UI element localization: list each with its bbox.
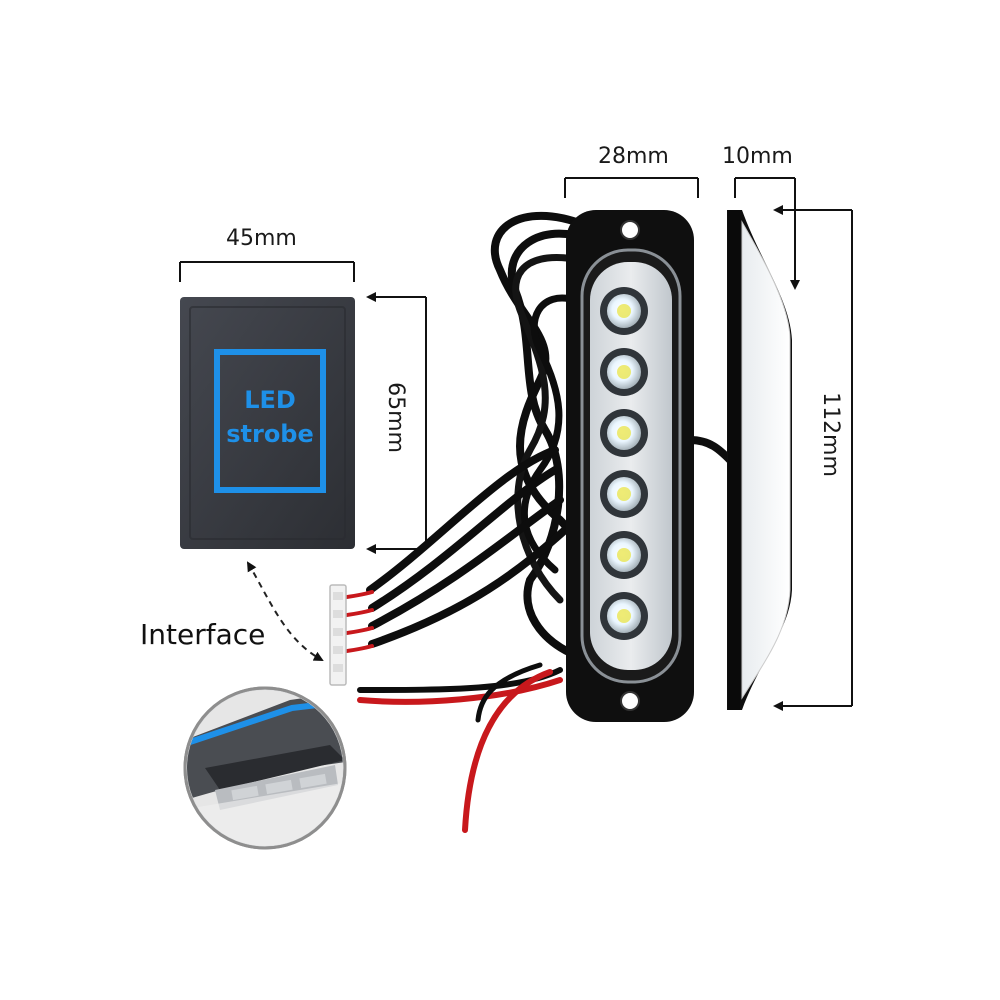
label-10mm: 10mm xyxy=(722,144,793,169)
strobe-light-front xyxy=(566,210,694,722)
dimension-112mm xyxy=(773,205,853,711)
interface-pointer-arrow xyxy=(246,561,324,661)
interface-label: Interface xyxy=(140,618,266,651)
dimension-45mm xyxy=(179,261,355,282)
controller-frame xyxy=(214,349,326,493)
label-45mm: 45mm xyxy=(226,226,297,251)
led-strobe-controller xyxy=(180,297,355,549)
dimension-10mm xyxy=(734,177,800,290)
controller-label-line2: strobe xyxy=(226,420,314,448)
led-array xyxy=(600,287,648,640)
interface-connector xyxy=(329,584,347,686)
dimension-28mm xyxy=(564,177,699,198)
label-65mm: 65mm xyxy=(382,382,408,453)
mount-hole-top xyxy=(620,220,640,240)
mount-hole-bottom xyxy=(620,691,640,711)
label-112mm: 112mm xyxy=(817,392,843,477)
interface-closeup xyxy=(183,686,347,850)
label-28mm: 28mm xyxy=(598,144,669,169)
strobe-light-side xyxy=(727,210,792,710)
controller-label-line1: LED xyxy=(244,386,296,414)
